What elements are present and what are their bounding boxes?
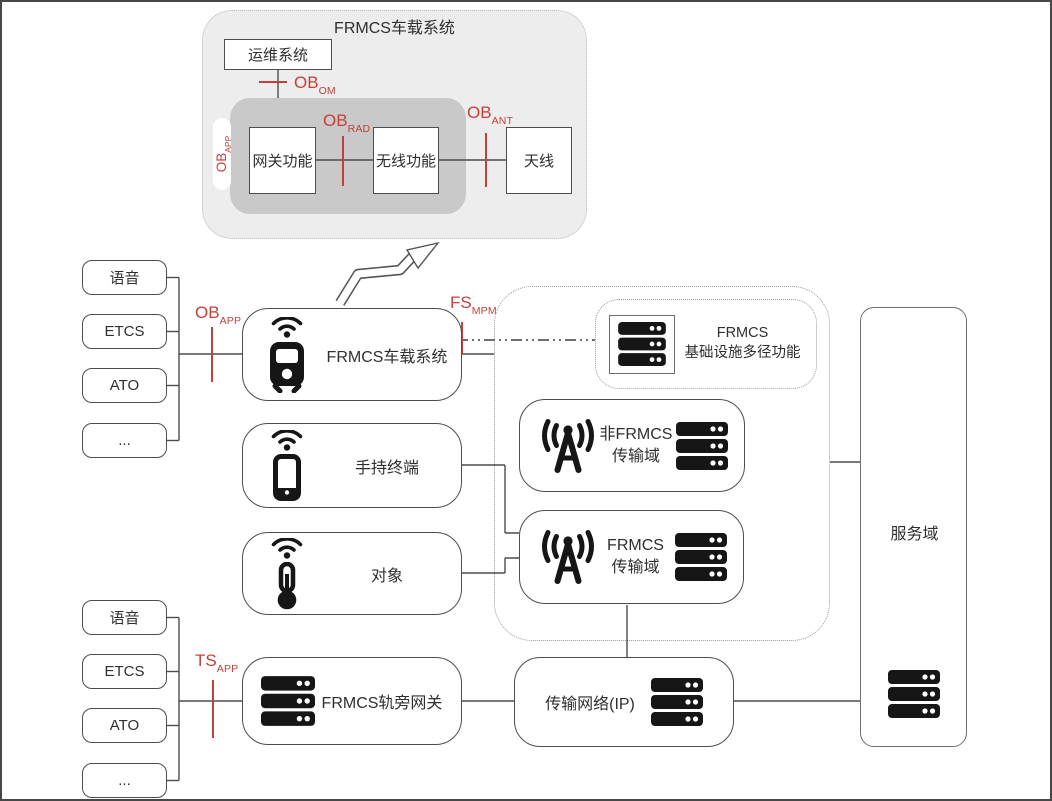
handheld-terminal-node: 手持终端 bbox=[242, 423, 462, 508]
thermometer-icon bbox=[270, 561, 304, 610]
ob-app-pill bbox=[213, 118, 231, 190]
interface-label-ob-ant: OBANT bbox=[467, 103, 514, 128]
radio-tower-icon bbox=[540, 528, 596, 586]
interface-label-ob-rad: OBRAD bbox=[323, 111, 371, 136]
radio-function-label: 无线功能 bbox=[375, 153, 436, 170]
service-domain-label: 服务域 bbox=[890, 526, 939, 543]
zoom-callout-arrow bbox=[335, 241, 440, 306]
gateway-function-box: 网关功能 bbox=[249, 127, 316, 194]
interface-label-fs-mpm: FSMPM bbox=[450, 293, 497, 318]
server-icon bbox=[888, 670, 940, 718]
app-box-ato-top: ATO bbox=[82, 368, 167, 403]
onboard-system-label: FRMCS车载系统 bbox=[326, 348, 448, 366]
frmcs-multipath-node: FRMCS 基础设施多径功能 bbox=[595, 299, 817, 389]
wifi-icon bbox=[268, 316, 306, 338]
solid-connectors bbox=[167, 70, 860, 782]
server-icon bbox=[617, 322, 667, 366]
interface-label-ob-app: OBAPP bbox=[195, 303, 242, 328]
interface-label-ts-app: TSAPP bbox=[195, 651, 239, 676]
frmcs-domain-node: FRMCS 传输域 bbox=[519, 510, 744, 604]
app-box-etcs-top: ETCS bbox=[82, 314, 167, 349]
transport-domains-container bbox=[494, 286, 830, 641]
trackside-gateway-label: FRMCS轨旁网关 bbox=[321, 695, 443, 712]
om-system-label: 运维系统 bbox=[247, 47, 308, 64]
object-icon bbox=[249, 537, 325, 610]
onboard-system-node: FRMCS车载系统 bbox=[242, 308, 462, 401]
interface-reference-ticks bbox=[211, 81, 487, 738]
interface-label-ob-om: OBOM bbox=[294, 73, 336, 98]
gateway-function-label: 网关功能 bbox=[252, 153, 313, 170]
interface-label-ob-app-pill: OBAPP bbox=[214, 135, 233, 173]
multipath-label: FRMCS 基础设施多径功能 bbox=[684, 325, 801, 361]
server-icon bbox=[261, 676, 315, 726]
onboard-system-icon bbox=[249, 316, 325, 393]
wifi-icon bbox=[268, 429, 306, 451]
transport-network-node: 传输网络(IP) bbox=[514, 657, 734, 747]
handheld-terminal-label: 手持终端 bbox=[354, 459, 419, 477]
non-frmcs-domain-label: 非FRMCS 传输域 bbox=[599, 425, 673, 465]
app-box-more-top: ... bbox=[82, 423, 167, 458]
app-box-more-bottom: ... bbox=[82, 763, 167, 798]
multipath-server-frame bbox=[609, 314, 675, 374]
app-box-voice-top: 语音 bbox=[82, 260, 167, 295]
antenna-label: 天线 bbox=[523, 153, 554, 170]
frmcs-domain-label: FRMCS 传输域 bbox=[607, 537, 664, 576]
wifi-icon bbox=[268, 537, 306, 559]
train-icon bbox=[267, 341, 307, 393]
radio-function-box: 无线功能 bbox=[373, 127, 439, 194]
server-icon bbox=[676, 421, 728, 470]
service-domain-node: 服务域 bbox=[860, 307, 967, 747]
server-icon bbox=[675, 533, 727, 581]
smartphone-icon bbox=[268, 453, 306, 502]
om-system-box: 运维系统 bbox=[224, 39, 332, 70]
app-box-voice-bottom: 语音 bbox=[82, 600, 167, 635]
object-label: 对象 bbox=[370, 567, 403, 585]
transport-network-label: 传输网络(IP) bbox=[545, 696, 635, 713]
non-frmcs-domain-node: 非FRMCS 传输域 bbox=[519, 399, 745, 492]
trackside-gateway-node: FRMCS轨旁网关 bbox=[242, 657, 462, 745]
app-box-ato-bottom: ATO bbox=[82, 708, 167, 743]
server-icon bbox=[650, 678, 703, 726]
radio-tower-icon bbox=[540, 417, 596, 475]
app-box-etcs-bottom: ETCS bbox=[82, 654, 167, 689]
antenna-box: 天线 bbox=[506, 127, 572, 194]
object-node: 对象 bbox=[242, 532, 462, 615]
detail-panel-title: FRMCS车载系统 bbox=[334, 20, 455, 37]
handheld-terminal-icon bbox=[249, 429, 325, 502]
